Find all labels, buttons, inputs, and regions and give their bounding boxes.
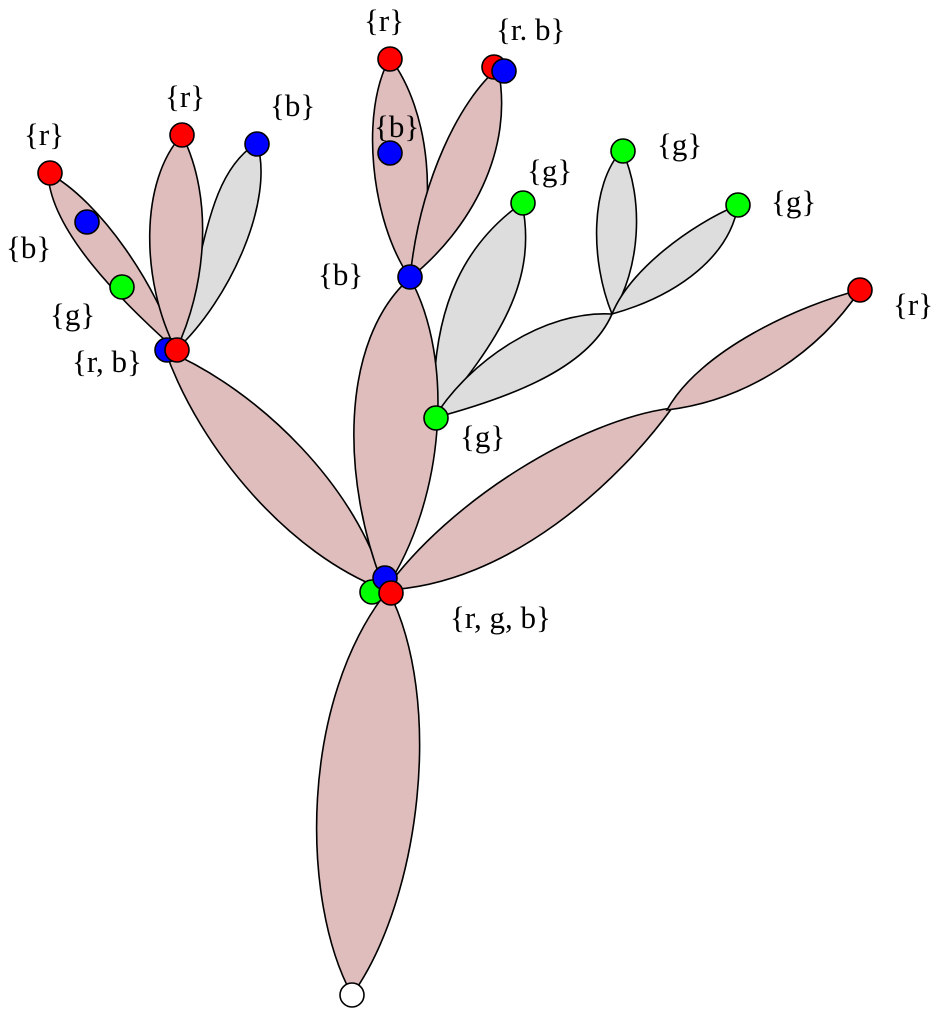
petal-trunk [315, 588, 421, 997]
red-petals [47, 56, 862, 997]
petal-far-right [665, 288, 862, 411]
node-red [37, 160, 63, 186]
node-red [377, 46, 403, 72]
labels: {r, g, b} {r} {r} {b} {b} {g} {r, b} {r}… [6, 3, 933, 635]
label-right-g2: {g} [657, 127, 702, 162]
label-center-g-joint: {g} [460, 419, 505, 454]
node-green [109, 274, 135, 300]
node-blue [377, 140, 403, 166]
label-left-top-r: {r} [24, 117, 64, 152]
node-green [423, 405, 449, 431]
label-center-top-rb: {r. b} [496, 12, 565, 47]
label-left-mid-r: {r} [165, 79, 205, 114]
node-green [510, 190, 536, 216]
node-red [169, 122, 195, 148]
label-left-b-top: {b} [270, 88, 315, 123]
node-red [164, 337, 190, 363]
node-blue [397, 264, 423, 290]
node-green [610, 138, 636, 164]
label-right-r: {r} [893, 287, 933, 322]
nodes [37, 46, 873, 1008]
label-root-joint: {r, g, b} [450, 600, 551, 635]
gray-petals [174, 141, 740, 421]
node-blue [244, 131, 270, 157]
node-green [725, 192, 751, 218]
label-center-top-r: {r} [364, 3, 404, 38]
root-node [339, 982, 365, 1008]
petal-left-branch [163, 348, 387, 592]
label-left-g-side: {g} [50, 297, 95, 332]
label-center-b-inner: {b} [374, 109, 419, 144]
node-red [847, 277, 873, 303]
label-center-b-side: {b} [318, 257, 363, 292]
label-right-g1: {g} [527, 153, 572, 188]
label-right-g3: {g} [771, 184, 816, 219]
node-blue [74, 209, 100, 235]
node-red [378, 580, 404, 606]
node-blue [491, 58, 517, 84]
label-left-joint: {r, b} [72, 344, 142, 379]
label-left-b-side: {b} [6, 230, 51, 265]
